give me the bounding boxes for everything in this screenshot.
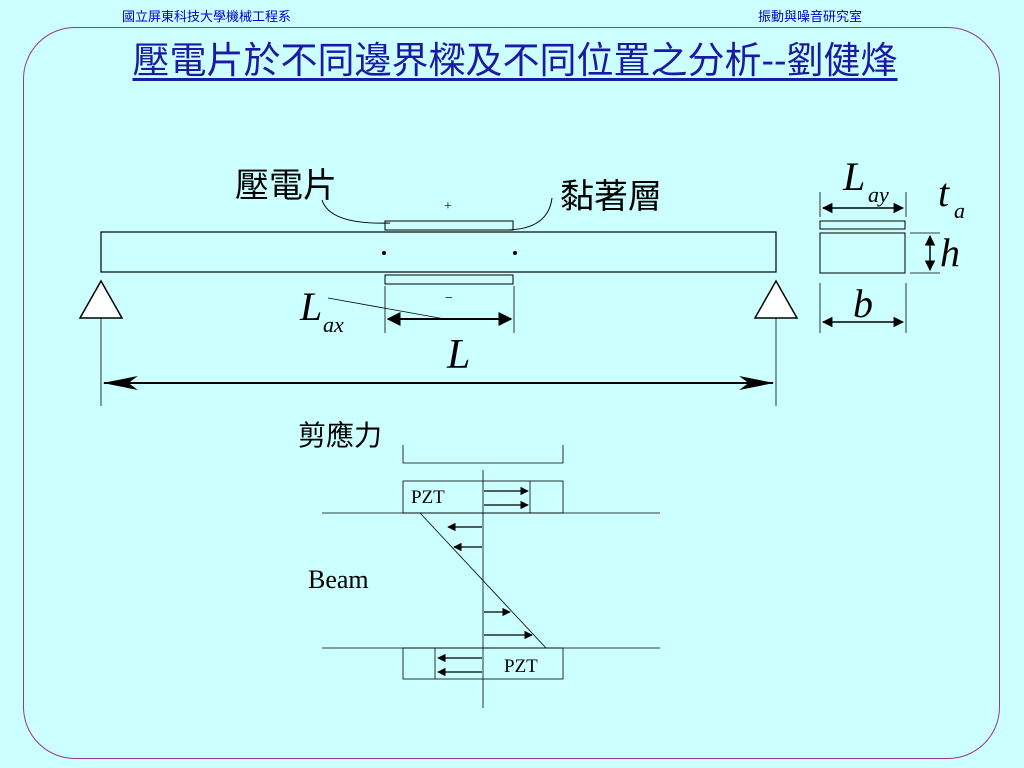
label-h: h: [940, 230, 960, 275]
label-shear-stress: 剪應力: [298, 419, 382, 452]
label-Lax-sub: ax: [323, 312, 344, 337]
support-left: [78, 279, 124, 319]
piezo-patch-bottom: [384, 274, 514, 285]
label-Lay: L: [842, 154, 865, 199]
shear-bracket: [402, 445, 564, 464]
label-ta-sub: a: [954, 198, 965, 223]
section-beam: [819, 232, 906, 274]
header-lab: 振動與噪音研究室: [758, 10, 863, 25]
section-piezo: [819, 220, 906, 230]
header-department: 國立屏東科技大學機械工程系: [122, 10, 292, 25]
pzt-bottom-box: [402, 647, 564, 680]
piezo-patch-top: [384, 220, 514, 231]
label-piezo: 壓電片: [235, 166, 337, 206]
beam-body: [100, 231, 777, 273]
slide-title: 壓電片於不同邊界樑及不同位置之分析--劉健烽: [132, 39, 898, 82]
label-b: b: [853, 281, 873, 326]
patch-edge-dot-left: [382, 251, 386, 255]
label-L: L: [446, 332, 470, 378]
label-pzt-top: PZT: [411, 487, 445, 508]
slide-frame: [23, 27, 1000, 759]
label-pzt-bottom: PZT: [504, 656, 538, 677]
support-right: [753, 279, 799, 319]
shear-distribution-line: [419, 512, 547, 649]
label-Lay-sub: ay: [868, 182, 889, 207]
label-adhesive: 黏著層: [560, 177, 662, 217]
label-ta: t: [938, 170, 950, 215]
label-Lax: L: [299, 284, 322, 329]
adhesive-leader: [504, 197, 553, 231]
label-beam: Beam: [308, 565, 369, 594]
piezo-leader: [321, 199, 391, 224]
Lax-leader: [327, 297, 446, 320]
patch-edge-dot-right: [513, 251, 517, 255]
minus-sign: −: [445, 291, 453, 306]
plus-sign: +: [444, 199, 452, 214]
